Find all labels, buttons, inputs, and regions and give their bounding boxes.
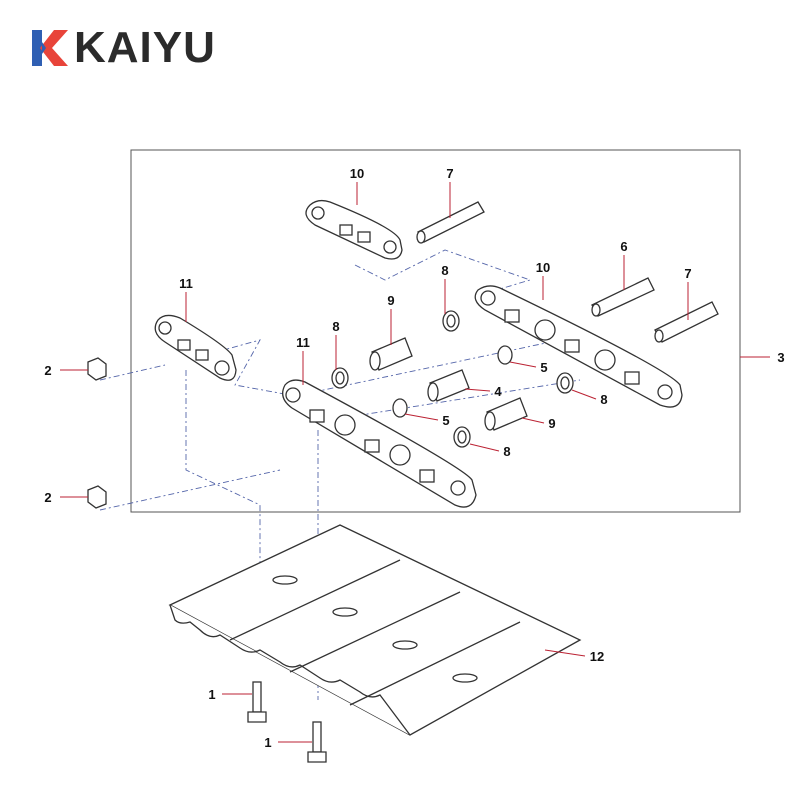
bushing-9-upper (369, 337, 413, 371)
track-link-11-chain (282, 379, 477, 508)
pin-7-top (416, 201, 485, 244)
bolt-1 (247, 681, 327, 763)
callout-label: 7 (446, 166, 453, 181)
callout-label: 11 (179, 276, 193, 291)
callout-label: 8 (503, 444, 510, 459)
callout-label: 10 (536, 260, 550, 275)
callout-label: 11 (296, 335, 310, 350)
track-shoe-12 (168, 524, 582, 736)
callout-label: 9 (548, 416, 555, 431)
spacer-5 (392, 345, 513, 418)
callout-label: 9 (387, 293, 394, 308)
callout-label: 8 (600, 392, 607, 407)
callout-label: 7 (684, 266, 691, 281)
leader-lines (60, 182, 770, 743)
callout-label: 2 (44, 490, 51, 505)
callout-label: 10 (350, 166, 364, 181)
callout-label: 6 (620, 239, 627, 254)
pin-6 (591, 277, 655, 317)
callout-label: 1 (264, 735, 271, 750)
pin-7-right (654, 301, 719, 343)
track-link-10-right (474, 285, 683, 408)
callout-label: 8 (441, 263, 448, 278)
callout-label: 1 (208, 687, 215, 702)
callout-label: 5 (540, 360, 547, 375)
kaiyu-logo: KAIYU (30, 26, 216, 70)
callout-label: 5 (442, 413, 449, 428)
track-link-10-top (305, 199, 403, 260)
callout-label: 8 (332, 319, 339, 334)
assembly-frame (130, 149, 741, 513)
callout-label: 2 (44, 363, 51, 378)
callout-labels: 10 7 11 8 10 6 7 9 8 11 2 3 5 4 5 8 9 8 … (44, 166, 784, 750)
track-link-11-left (154, 314, 237, 381)
seal-8 (331, 310, 574, 448)
callout-label: 3 (777, 350, 784, 365)
bushing-4 (427, 369, 470, 402)
callout-label: 4 (494, 384, 502, 399)
logo-k-mark-icon (32, 30, 68, 66)
logo-text: KAIYU (74, 23, 216, 72)
nut-2 (87, 357, 107, 509)
callout-label: 12 (590, 649, 604, 664)
bushing-9-lower (484, 397, 528, 431)
